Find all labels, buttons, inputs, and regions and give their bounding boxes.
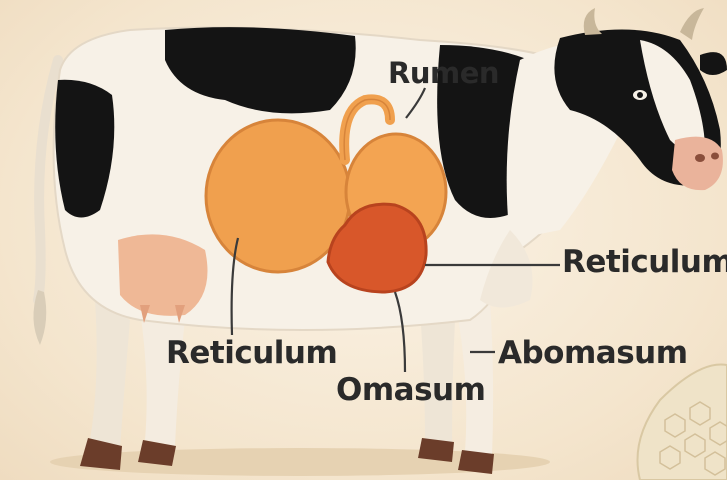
udder <box>118 234 208 315</box>
back-leg-right <box>140 310 185 446</box>
back-leg-left <box>90 300 130 448</box>
hoof <box>418 438 454 462</box>
stomach-large-chamber <box>206 120 350 272</box>
label-abomasum: Abomasum <box>498 335 688 371</box>
label-omasum: Omasum <box>336 372 485 408</box>
label-reticulum-right: Reticulum <box>562 244 727 280</box>
horn <box>680 8 704 40</box>
ear <box>700 52 727 75</box>
label-rumen: Rumen <box>388 56 499 90</box>
muzzle <box>672 137 723 191</box>
honeycomb-texture <box>638 364 727 480</box>
label-reticulum-left: Reticulum <box>166 335 337 371</box>
hoof <box>458 450 494 474</box>
